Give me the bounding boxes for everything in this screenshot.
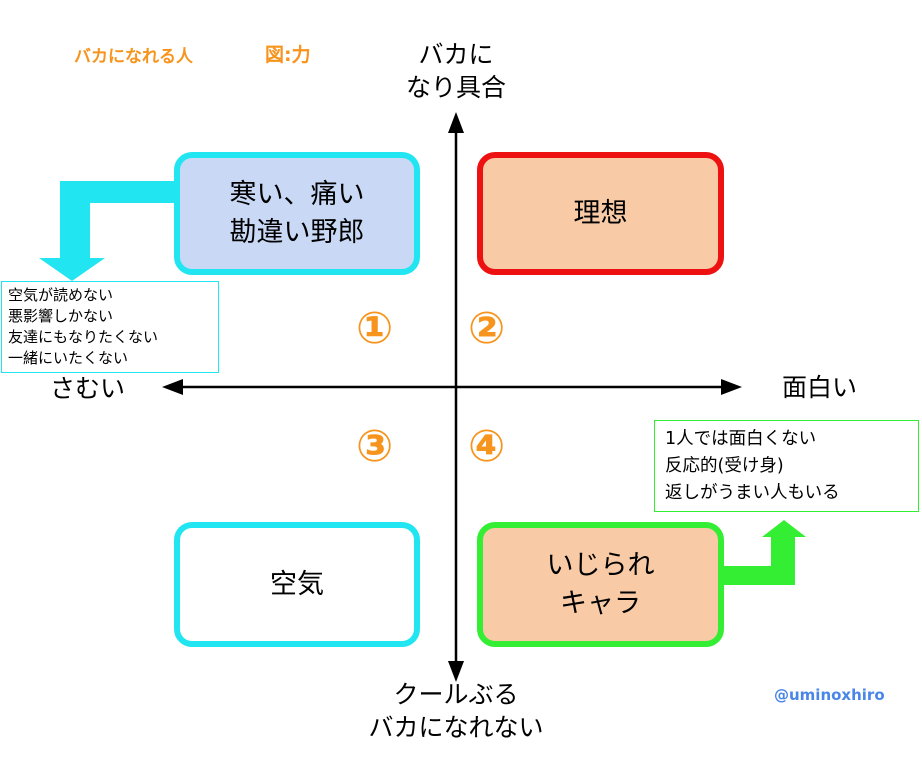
- quadrant-bottom-right-box: いじられ キャラ: [477, 522, 724, 647]
- axis-label-left: さむい: [50, 374, 126, 403]
- axis-arrow-left: [162, 379, 183, 395]
- axis-label-bottom: クールぶる バカになれない: [368, 680, 544, 742]
- quadrant-number-2: ②: [468, 303, 506, 354]
- credit-handle: @uminoxhiro: [774, 686, 885, 704]
- axis-label-right: 面白い: [782, 373, 858, 402]
- quadrant-top-right-box: 理想: [477, 152, 724, 275]
- axis-label-top: バカに なり具合: [405, 40, 506, 102]
- callout-arrow-right: [724, 520, 806, 585]
- callout-arrow-left: [39, 181, 180, 281]
- figure-label: 図:力: [265, 44, 311, 66]
- axis-arrow-right: [721, 379, 742, 395]
- header-subject: バカになれる人: [74, 47, 193, 67]
- quadrant-number-1: ①: [356, 303, 394, 354]
- quadrant-bottom-left-box: 空気: [174, 522, 420, 647]
- quadrant-number-4: ④: [468, 421, 506, 472]
- quadrant-number-3: ③: [356, 421, 394, 472]
- note-right: 1人では面白くない 反応的(受け身) 返しがうまい人もいる: [654, 420, 919, 512]
- quadrant-top-left-box: 寒い、痛い 勘違い野郎: [174, 152, 420, 275]
- axis-arrow-down: [448, 661, 464, 682]
- note-left: 空気が読めない 悪影響しかない 友達にもなりたくない 一緒にいたくない: [1, 281, 219, 373]
- axis-arrow-up: [448, 112, 464, 133]
